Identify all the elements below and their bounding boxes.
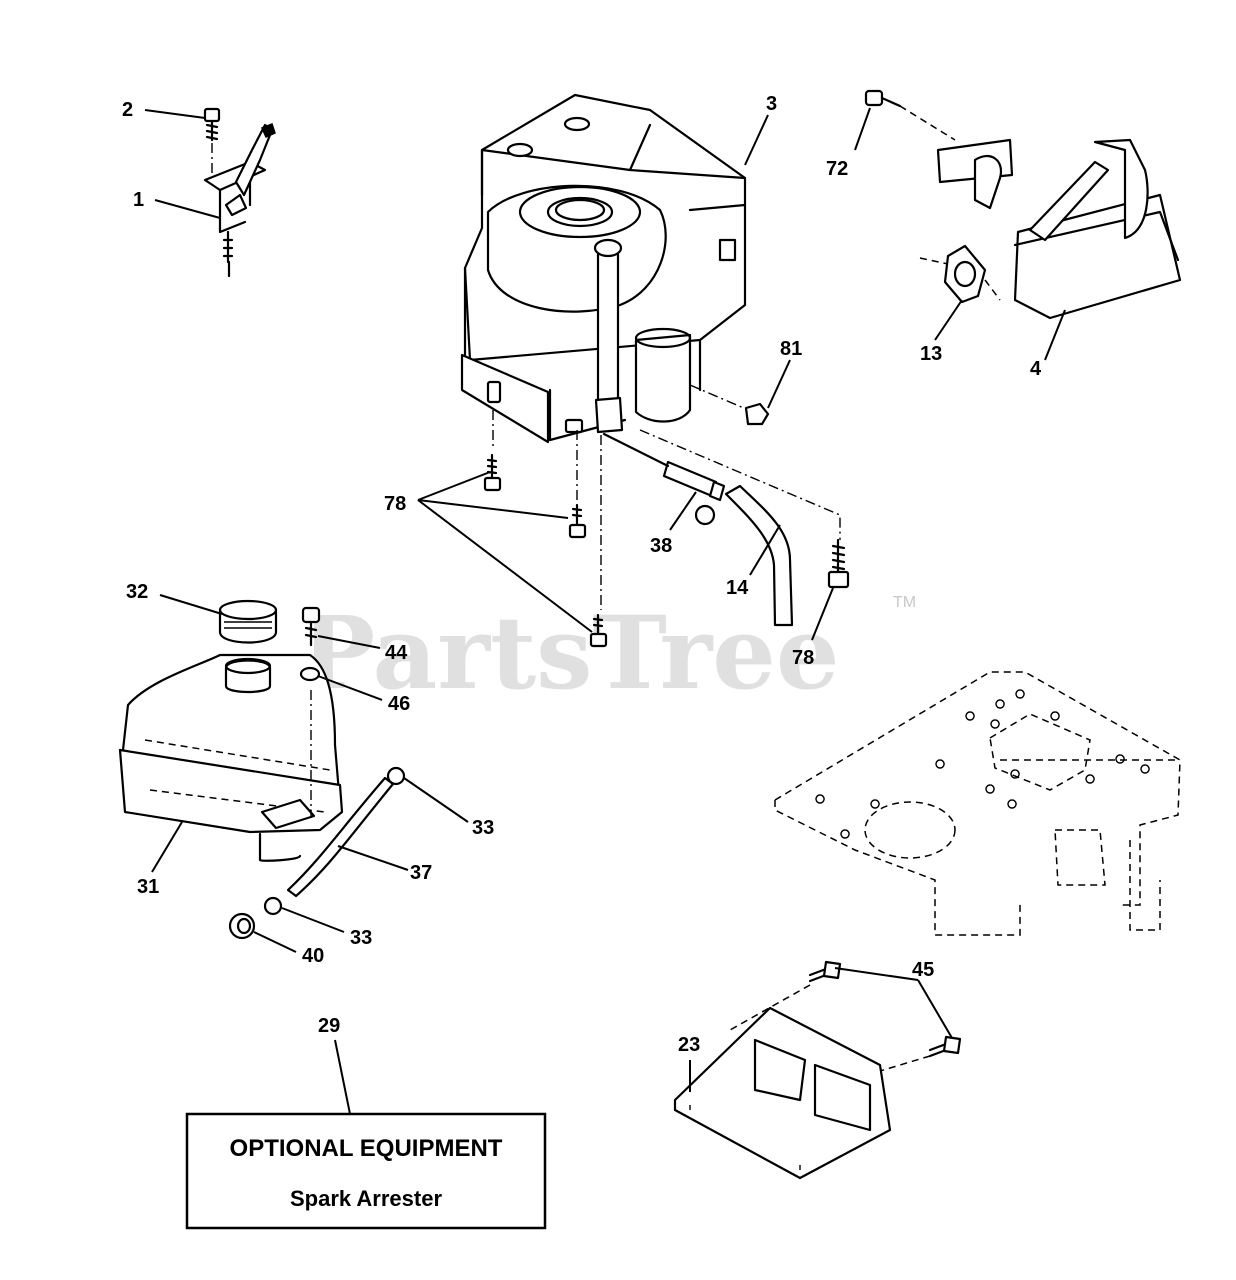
engine-part[interactable] (460, 93, 747, 444)
nut-part[interactable] (744, 402, 770, 426)
washer-part[interactable] (299, 666, 321, 682)
throttle-control-part[interactable] (203, 123, 276, 278)
chassis-frame-part (774, 671, 1181, 936)
callout-13[interactable]: 13 (920, 343, 942, 365)
callout-2[interactable]: 2 (122, 99, 133, 121)
callout-81[interactable]: 81 (780, 338, 802, 360)
callout-1[interactable]: 1 (133, 189, 144, 211)
muffler-gasket-part[interactable] (919, 244, 1001, 304)
callout-37[interactable]: 37 (410, 862, 432, 884)
callout-45[interactable]: 45 (912, 959, 934, 981)
optional-equipment-box[interactable]: OPTIONAL EQUIPMENT Spark Arrester (185, 1112, 547, 1230)
callout-labels: 2 1 3 72 13 4 81 78 38 14 78 32 44 46 33… (122, 93, 1042, 1056)
callout-33-lower[interactable]: 33 (350, 927, 372, 949)
watermark-text: PartsTree (300, 594, 840, 712)
hose-clamp-part-upper[interactable] (386, 766, 406, 786)
callout-14[interactable]: 14 (726, 577, 749, 599)
fuel-cap-part[interactable] (218, 599, 278, 644)
spark-arrester-label: Spark Arrester (290, 1186, 442, 1211)
callout-31[interactable]: 31 (137, 876, 159, 898)
watermark-trademark: TM (893, 594, 916, 611)
callout-29[interactable]: 29 (318, 1015, 340, 1037)
callout-44[interactable]: 44 (385, 642, 408, 664)
callout-46[interactable]: 46 (388, 693, 410, 715)
callout-4[interactable]: 4 (1030, 358, 1042, 380)
shield-screws-part[interactable] (729, 960, 962, 1081)
drain-valve-part[interactable] (602, 432, 726, 526)
oil-drain-hose-part[interactable] (724, 484, 794, 627)
callout-33-upper[interactable]: 33 (472, 817, 494, 839)
control-screw-part[interactable] (203, 107, 221, 180)
muffler-part[interactable] (936, 138, 1182, 320)
callout-78-upper[interactable]: 78 (384, 493, 406, 515)
callout-3[interactable]: 3 (766, 93, 777, 115)
callout-40[interactable]: 40 (302, 945, 324, 967)
callout-32[interactable]: 32 (126, 581, 148, 603)
tank-bushing-part[interactable] (228, 912, 256, 940)
engine-bolts-part[interactable] (483, 453, 850, 648)
leader-lines (144, 107, 1066, 1115)
fuel-line-part[interactable] (286, 776, 395, 898)
callout-23[interactable]: 23 (678, 1034, 700, 1056)
hose-clamp-part-lower[interactable] (263, 896, 283, 916)
optional-equipment-title: OPTIONAL EQUIPMENT (230, 1135, 503, 1162)
watermark: PartsTree TM (300, 594, 916, 712)
callout-78-lower[interactable]: 78 (792, 647, 814, 669)
exhaust-bolt-part[interactable] (864, 89, 902, 108)
callout-72[interactable]: 72 (826, 158, 848, 180)
heat-shield-part[interactable] (673, 1006, 892, 1180)
tank-screw-part[interactable] (301, 606, 321, 818)
fuel-tank-part[interactable] (118, 653, 344, 862)
callout-38[interactable]: 38 (650, 535, 672, 557)
